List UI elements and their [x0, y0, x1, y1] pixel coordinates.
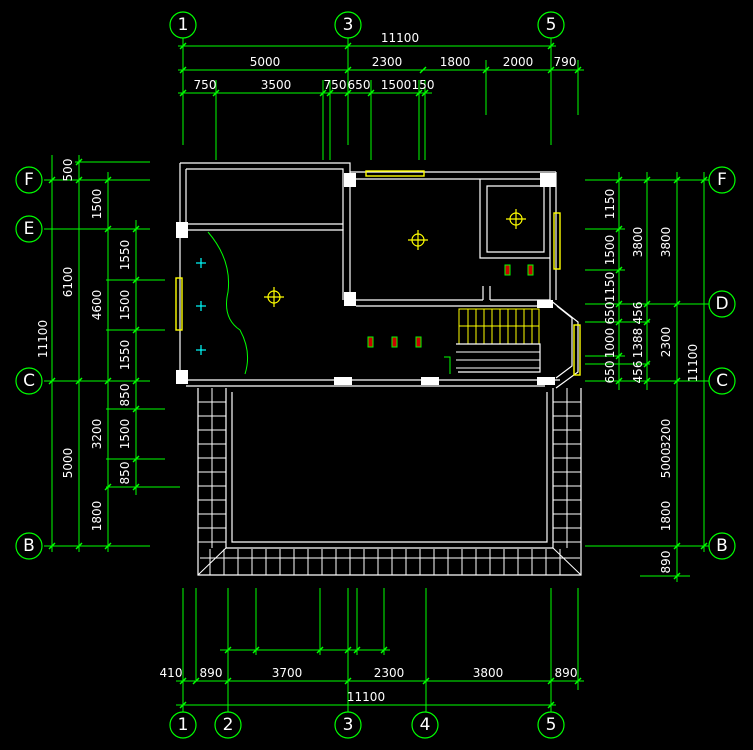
- dim-bottom-row: 890: [200, 666, 223, 680]
- dim-right-col2: 456: [631, 361, 645, 384]
- dim-left-col3: 850: [118, 462, 132, 485]
- dim-right-col1: 1000: [603, 328, 617, 359]
- axis-bubble-top-1: 1: [169, 11, 197, 39]
- axis-label: B: [23, 536, 35, 556]
- dim-bottom-row: 3800: [473, 666, 504, 680]
- axis-bubble-bottom-3: 3: [334, 711, 362, 739]
- dim-left-col2: 1500: [90, 189, 104, 220]
- axis-label: 3: [343, 15, 354, 35]
- axis-label: 4: [420, 715, 431, 735]
- dim-right-col1: 1150: [603, 272, 617, 303]
- dimension-text: 11100 5000 2300 1800 2000 790 750 3500 7…: [36, 31, 700, 704]
- dim-bottom-total: 11100: [347, 690, 385, 704]
- axis-bubble-bottom-1: 1: [169, 711, 197, 739]
- dim-right-col4: 890: [659, 551, 673, 574]
- axis-bubble-top-3: 3: [334, 11, 362, 39]
- dim-top-row1: 5000: [250, 55, 281, 69]
- axis-bubble-bottom-5: 5: [537, 711, 565, 739]
- axis-bubble-right-F: F: [708, 166, 736, 194]
- dim-right-col1: 1150: [603, 189, 617, 220]
- dim-left-col3: 1550: [118, 240, 132, 271]
- dim-left-col2: 3200: [90, 419, 104, 450]
- dim-top-row2: 750: [324, 78, 347, 92]
- dim-right-col1: 650: [603, 361, 617, 384]
- dim-right-col2: 3800: [631, 227, 645, 258]
- axis-label: 5: [546, 715, 557, 735]
- dim-right-total: 11100: [686, 344, 700, 382]
- dim-top-row1: 790: [554, 55, 577, 69]
- axis-label: 3: [343, 715, 354, 735]
- axis-bubble-top-5: 5: [537, 11, 565, 39]
- dim-bottom-row: 3700: [272, 666, 303, 680]
- axis-bubble-right-C: C: [708, 367, 736, 395]
- dim-bottom-row: 890: [555, 666, 578, 680]
- wall-lights: [196, 258, 206, 355]
- dim-right-col3: 1800: [659, 501, 673, 532]
- axis-label: 1: [178, 715, 189, 735]
- axis-label: 1: [178, 15, 189, 35]
- dim-left-col1: 6100: [61, 267, 75, 298]
- axis-label: C: [23, 371, 35, 391]
- axis-bubble-bottom-4: 4: [411, 711, 439, 739]
- dim-left-col3: 1500: [118, 419, 132, 450]
- dim-top-row2: 1500: [381, 78, 412, 92]
- axis-bubble-right-B: B: [708, 532, 736, 560]
- dim-top-row2: 750: [194, 78, 217, 92]
- dim-left-col2: 1800: [90, 501, 104, 532]
- dim-top-row2: 150: [412, 78, 435, 92]
- axis-label: E: [24, 219, 35, 239]
- dim-top-row1: 2000: [503, 55, 534, 69]
- dim-bottom-row: 2300: [374, 666, 405, 680]
- axis-label: B: [716, 536, 728, 556]
- axis-bubble-left-E: E: [15, 215, 43, 243]
- axis-label: D: [715, 294, 728, 314]
- dim-left-col1: 5000: [61, 448, 75, 479]
- dim-top-row1: 2300: [372, 55, 403, 69]
- axis-label: 5: [546, 15, 557, 35]
- axis-bubble-bottom-2: 2: [214, 711, 242, 739]
- dim-left-total: 11100: [36, 320, 50, 358]
- building-outline: [175, 162, 582, 576]
- dim-top-row1: 1800: [440, 55, 471, 69]
- axis-label: F: [24, 170, 34, 190]
- dim-right-col3: 3800: [659, 227, 673, 258]
- axis-label: 2: [223, 715, 234, 735]
- dim-top-total: 11100: [381, 31, 419, 45]
- dim-right-col3: 2300: [659, 327, 673, 358]
- axis-bubble-left-C: C: [15, 367, 43, 395]
- dimension-lines: [44, 38, 710, 712]
- dim-right-col4: 5000: [659, 448, 673, 479]
- axis-bubble-left-F: F: [15, 166, 43, 194]
- dim-left-col3: 1550: [118, 340, 132, 371]
- dim-left-col3: 1500: [118, 290, 132, 321]
- dim-right-col3: 3200: [659, 419, 673, 450]
- axis-bubble-right-D: D: [708, 290, 736, 318]
- dim-left-col2: 4600: [90, 290, 104, 321]
- axis-bubble-left-B: B: [15, 532, 43, 560]
- dim-right-col2: 456: [631, 302, 645, 325]
- ceiling-lights: [264, 209, 526, 307]
- dim-bottom-row: 410: [160, 666, 183, 680]
- dim-left-col3: 850: [118, 384, 132, 407]
- dim-right-col1: 650: [603, 302, 617, 325]
- outlets: [367, 264, 534, 374]
- dim-top-row2: 650: [348, 78, 371, 92]
- axis-label: F: [717, 170, 727, 190]
- dim-right-col2: 1388: [631, 328, 645, 359]
- dim-right-col1: 1500: [603, 235, 617, 266]
- dim-top-row2: 3500: [261, 78, 292, 92]
- axis-label: C: [716, 371, 728, 391]
- dim-left-col1: 500: [61, 159, 75, 182]
